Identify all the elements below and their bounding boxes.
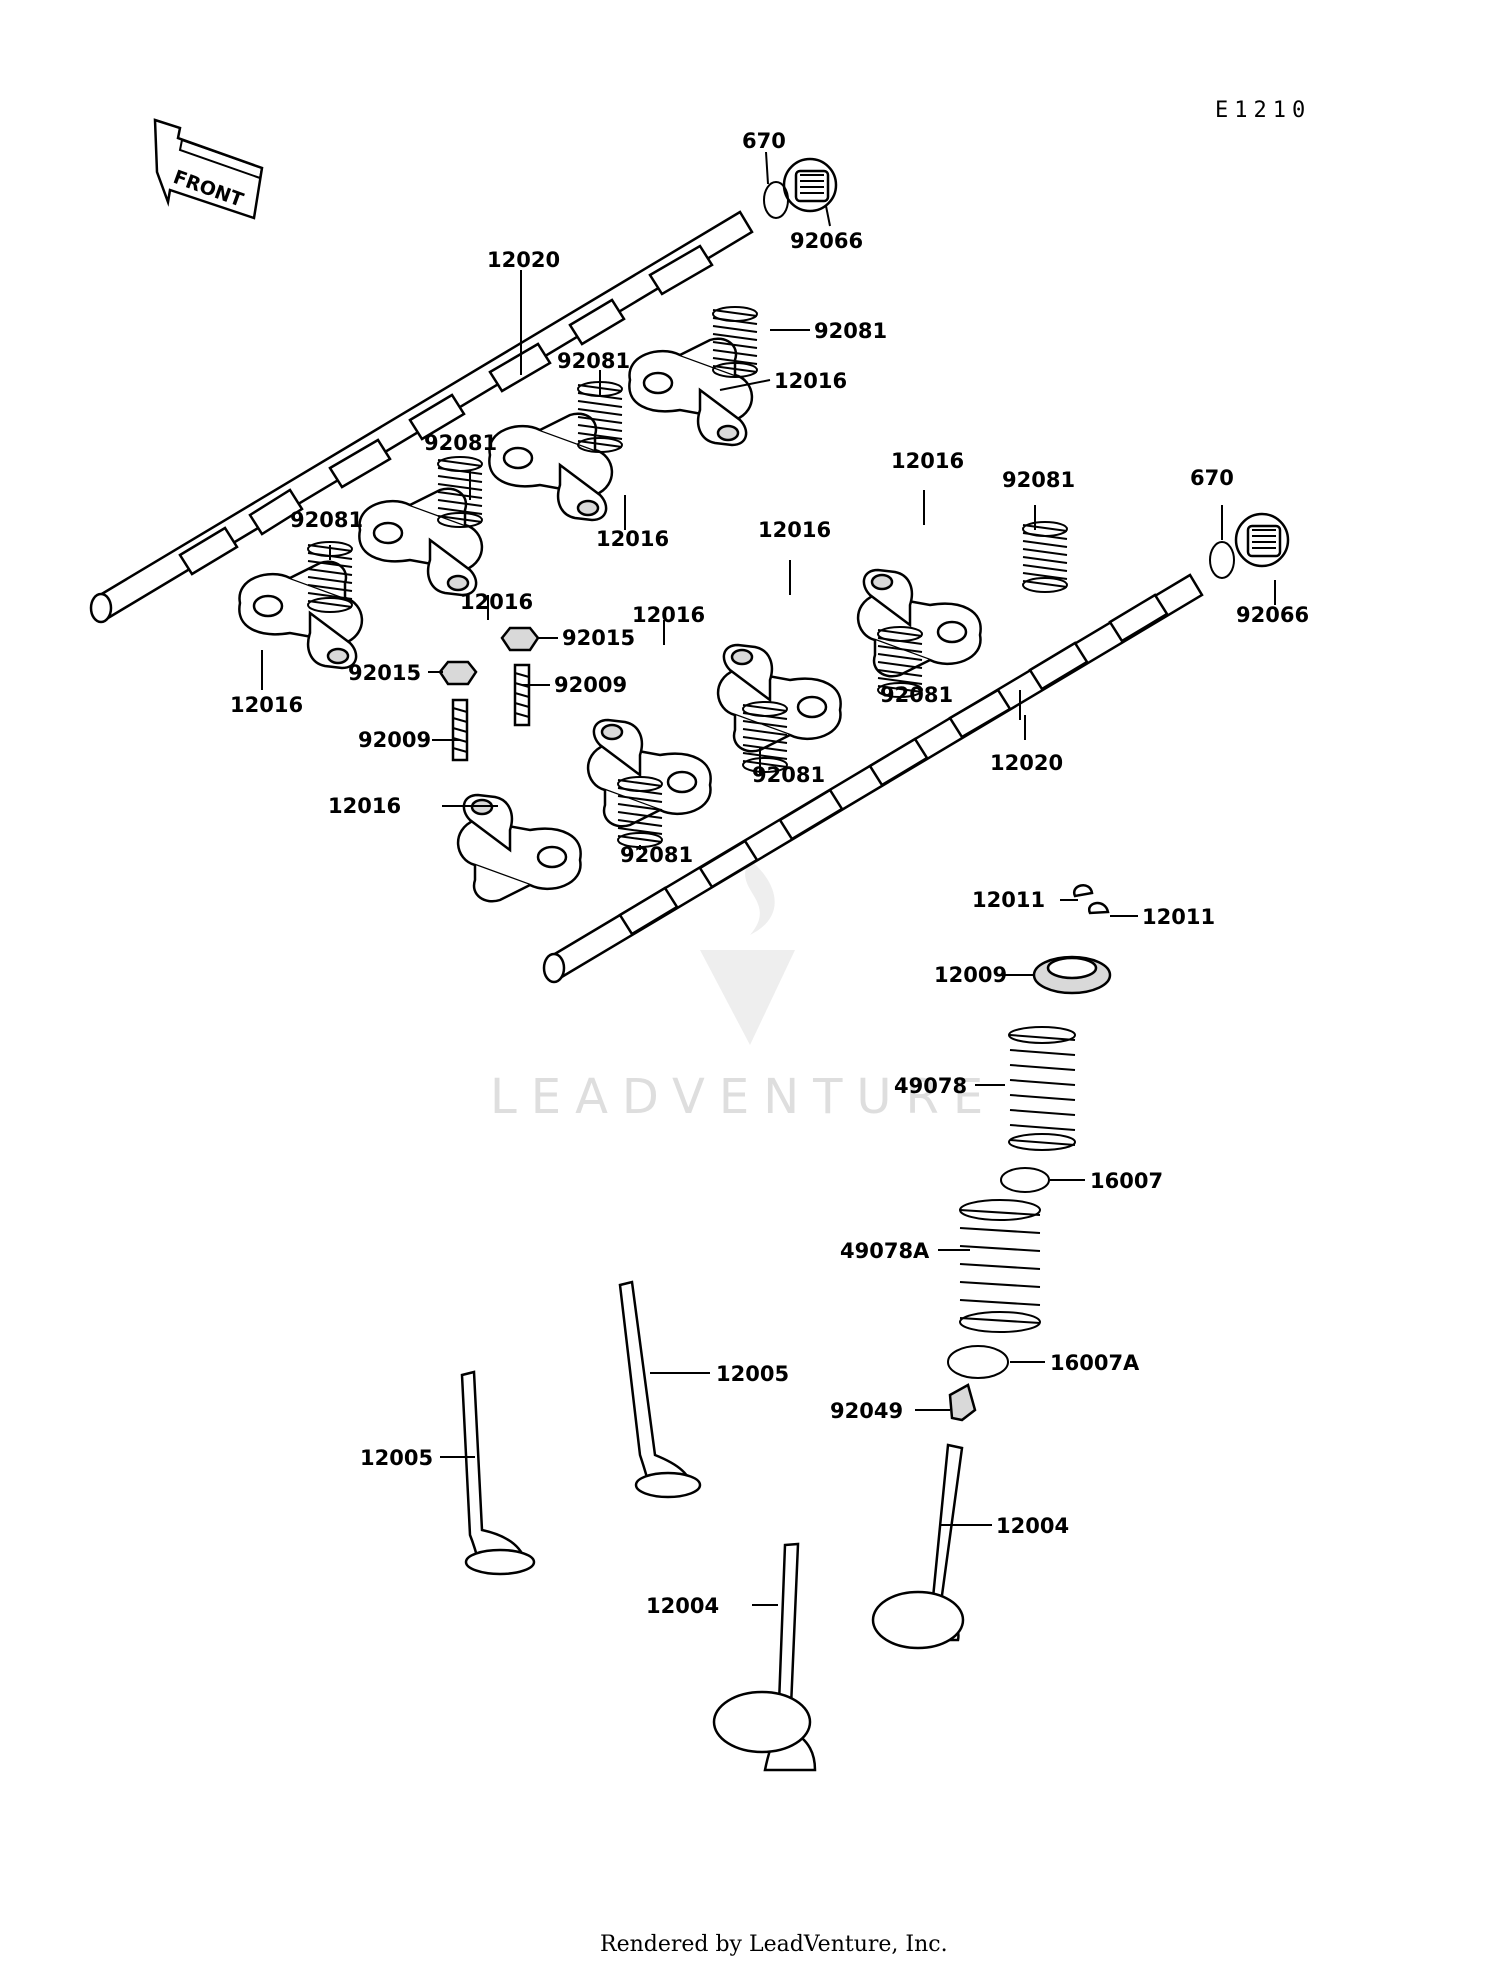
cotter — [1072, 884, 1110, 915]
rocker-arm — [716, 643, 842, 753]
callout-92066: 92066 — [1236, 603, 1309, 627]
callout-16007: 16007 — [1090, 1169, 1163, 1193]
callout-92009: 92009 — [554, 673, 627, 697]
callout-12011: 12011 — [1142, 905, 1215, 929]
o-ring-upper — [763, 181, 789, 219]
callout-12004: 12004 — [646, 1594, 719, 1618]
callout-49078: 49078 — [894, 1074, 967, 1098]
callout-92081: 92081 — [814, 319, 887, 343]
callout-12005: 12005 — [360, 1446, 433, 1470]
callout-92015: 92015 — [348, 661, 421, 685]
callout-12016: 12016 — [758, 518, 831, 542]
callout-12005: 12005 — [716, 1362, 789, 1386]
diagram-code: E1210 — [1215, 98, 1311, 123]
callout-49078A: 49078A — [840, 1239, 930, 1263]
callout-92049: 92049 — [830, 1399, 903, 1423]
spring-retainer — [1032, 955, 1112, 995]
callout-92015: 92015 — [562, 626, 635, 650]
watermark-text: LEADVENTURE — [490, 1069, 997, 1125]
spring-seat-lower — [947, 1345, 1009, 1379]
exhaust-valve — [712, 1542, 817, 1772]
callout-12016: 12016 — [230, 693, 303, 717]
exhaust-valve — [871, 1443, 965, 1650]
o-ring-lower — [1209, 541, 1235, 579]
callout-12020: 12020 — [487, 248, 560, 272]
spring-seat — [1000, 1167, 1050, 1193]
camshaft-upper — [89, 210, 754, 624]
rocker-spring — [1022, 521, 1068, 593]
callout-12016: 12016 — [328, 794, 401, 818]
footer-credit: Rendered by LeadVenture, Inc. — [600, 1932, 948, 1957]
plug-upper — [782, 157, 838, 213]
callout-92009: 92009 — [358, 728, 431, 752]
callout-12020: 12020 — [990, 751, 1063, 775]
callout-12016: 12016 — [460, 590, 533, 614]
valve-stem-seal — [948, 1383, 977, 1422]
callout-92081: 92081 — [1002, 468, 1075, 492]
callout-92081: 92081 — [752, 763, 825, 787]
rocker-arm — [456, 793, 582, 903]
lock-nut — [438, 660, 478, 686]
outer-valve-spring — [1008, 1026, 1076, 1151]
rocker-arm — [358, 487, 484, 597]
camshaft-lower — [542, 573, 1204, 984]
leader-lines — [261, 151, 1276, 1606]
watermark-logo-icon — [700, 860, 795, 1045]
callout-92081: 92081 — [880, 683, 953, 707]
callout-92066: 92066 — [790, 229, 863, 253]
callout-12004: 12004 — [996, 1514, 1069, 1538]
callout-670: 670 — [742, 129, 786, 153]
front-arrow-icon: FRONT — [153, 118, 264, 220]
rocker-arm — [238, 560, 364, 670]
plug-lower — [1234, 512, 1290, 568]
callout-12016: 12016 — [596, 527, 669, 551]
callout-16007A: 16007A — [1050, 1351, 1140, 1375]
intake-valve — [460, 1370, 536, 1576]
intake-valve — [618, 1280, 702, 1499]
callout-92081: 92081 — [557, 349, 630, 373]
adjusting-screw — [513, 663, 531, 727]
callout-12009: 12009 — [934, 963, 1007, 987]
lock-nut — [500, 626, 540, 652]
inner-valve-spring — [959, 1199, 1041, 1333]
rocker-arm — [488, 412, 614, 522]
adjusting-screw — [451, 698, 469, 762]
callout-12016: 12016 — [891, 449, 964, 473]
callout-labels: 670 92066 12020 92081 12016 92081 92081 … — [230, 129, 1309, 1618]
callout-92081: 92081 — [424, 431, 497, 455]
callout-670: 670 — [1190, 466, 1234, 490]
rocker-arm — [628, 337, 754, 447]
callout-12016: 12016 — [632, 603, 705, 627]
rocker-arm — [586, 718, 712, 828]
callout-12011: 12011 — [972, 888, 1045, 912]
callout-92081: 92081 — [620, 843, 693, 867]
callout-92081: 92081 — [290, 508, 363, 532]
callout-12016: 12016 — [774, 369, 847, 393]
